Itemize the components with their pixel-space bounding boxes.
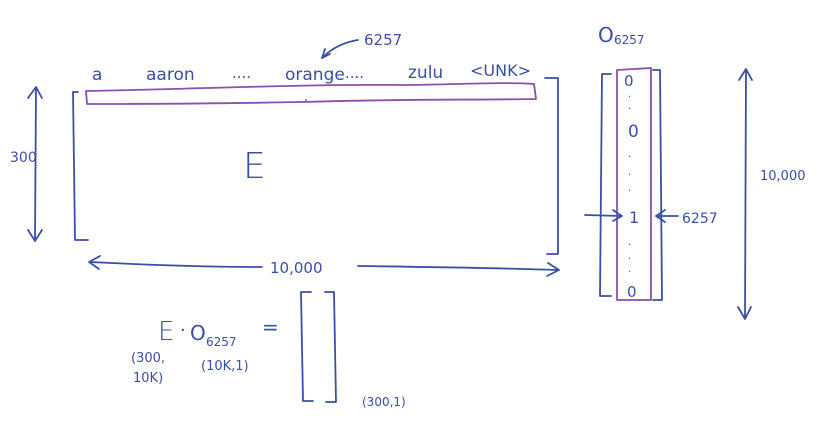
onehot-hot-index-label: 6257 [682,211,718,227]
equation-e-shape-line2: 10K) [133,371,163,386]
cols-dimension-line-right [357,265,559,271]
onehot-length-arrow-top [738,68,753,81]
onehot-value-bottom: 0 [627,283,637,301]
equation-result-shape: (300,1) [362,395,406,409]
equation-o-shape: (10K,1) [201,359,249,374]
cols-dimension-line-left [89,261,263,268]
svg-text:·: · [628,92,631,103]
matrix-e-cols-dimension: 10,000 [88,255,560,277]
matrix-e-cols-label: 10,000 [270,259,323,277]
svg-text:·: · [628,186,631,197]
onehot-title-sub: 6257 [614,33,645,47]
orange-index-label: 6257 [364,31,402,49]
rows-dimension-arrow-bottom [27,229,43,242]
vocab-labels: a aaron .... orange .... zulu <UNK> [92,61,531,85]
onehot-left-bracket [599,73,612,297]
equation-e: E [158,317,174,347]
vocab-word-aaron: aaron [146,65,195,85]
result-right-bracket [324,291,337,403]
vocab-word-a: a [92,65,102,85]
onehot-left-pointer [584,214,622,217]
onehot-title-main: O [598,23,614,47]
equation-dot: · [180,320,186,341]
vocab-word-unk: <UNK> [470,61,531,80]
onehot-left-pointer-head [612,209,623,222]
orange-index-annotation: 6257 [321,31,402,59]
onehot-right-pointer-head [655,209,666,223]
equation-o: O [190,321,206,345]
matrix-e-rows-label: 300 [10,150,37,166]
matrix-e-highlight-row [85,82,537,105]
vocab-ellipsis-left: .... [232,64,251,82]
matrix-e-right-bracket [544,77,559,255]
onehot-value-upper: 0 [628,122,639,142]
onehot-highlight-column [616,67,652,301]
onehot-length-line [744,69,747,319]
equation-equals: = [262,315,279,339]
matrix-e-label: E [243,146,266,187]
equation-e-shape-line1: (300, [131,351,165,366]
result-left-bracket [300,291,314,402]
vocab-word-zulu: zulu [408,63,443,83]
matrix-e: E [72,77,559,255]
onehot-value-hot: 1 [629,208,639,227]
matrix-e-rows-dimension: 300 [10,86,43,242]
svg-text:·: · [628,104,631,115]
onehot-right-bracket [652,69,663,301]
svg-text:·: · [628,170,631,181]
equation-o-sub: 6257 [206,335,237,349]
onehot-length-dimension: 10,000 [737,68,806,320]
matrix-e-left-bracket [72,91,89,241]
equation: E · O 6257 = (300, 10K) (10K,1) (300,1) [131,291,406,409]
svg-text:·: · [628,240,631,251]
orange-index-arrow [321,39,359,59]
orange-index-arrowhead [321,48,331,59]
vocab-ellipsis-right: .... [345,64,364,82]
cols-dimension-arrow-left [88,255,101,270]
svg-text:·: · [628,152,631,163]
cols-dimension-arrow-right [546,262,560,277]
onehot-length-arrow-bottom [737,306,752,320]
svg-text:·: · [628,267,631,278]
matrix-e-row-dot [305,99,307,101]
svg-text:·: · [628,254,631,265]
rows-dimension-arrow-top [27,86,43,99]
onehot-length-label: 10,000 [760,169,806,184]
rows-dimension-line [34,87,37,241]
vocab-word-orange: orange [285,65,345,85]
onehot-value-top: 0 [624,72,634,90]
onehot-vector: O 6257 0 · · 0 · · · 1 · · · 0 6257 [584,23,718,301]
